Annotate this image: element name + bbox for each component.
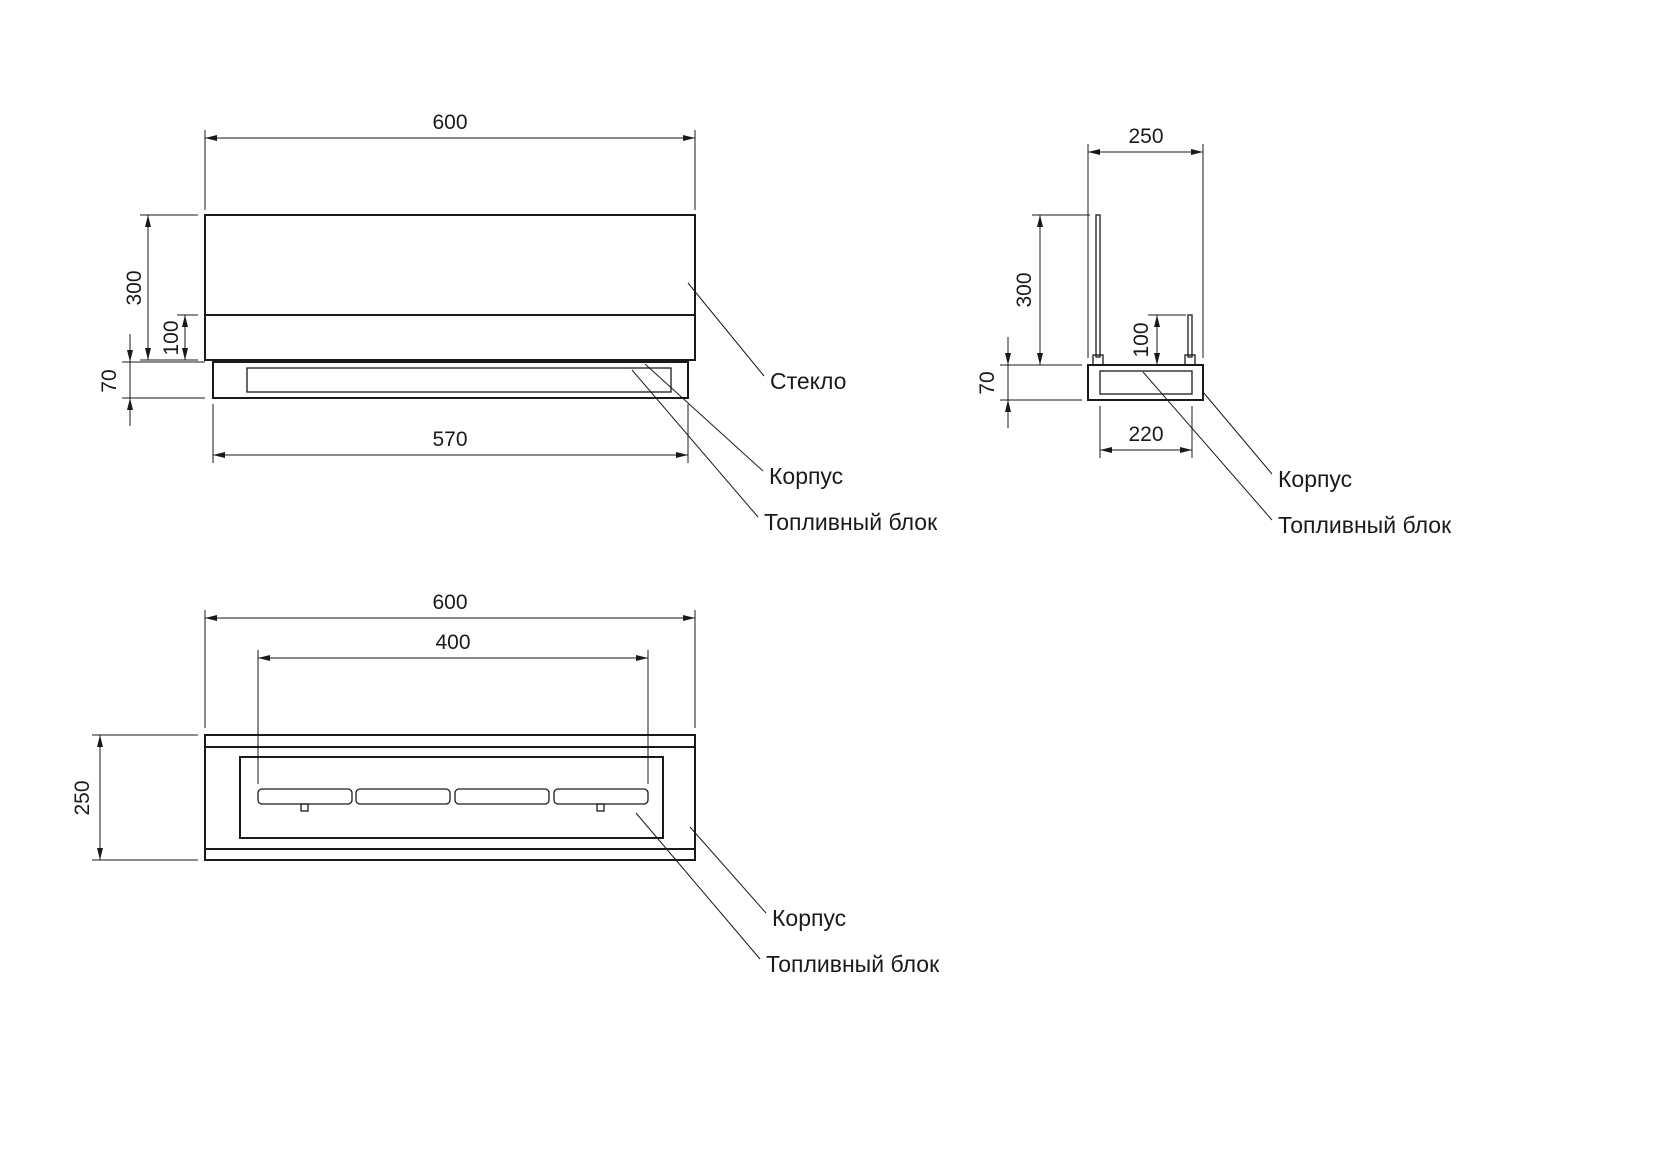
top-burner-slot-3	[454, 788, 550, 805]
top-dim-overall-width: 600	[204, 591, 696, 728]
leader-line	[1142, 371, 1273, 521]
dimension-text: 100	[160, 320, 183, 355]
top-clip-right	[596, 803, 605, 812]
dimension-text: 600	[432, 591, 467, 614]
top-clip-left	[300, 803, 309, 812]
dimension-text: 400	[435, 631, 470, 654]
callout-label-body: Корпус	[769, 463, 843, 489]
top-dim-overall-depth: 250	[71, 734, 198, 861]
front-glass-outline	[204, 214, 696, 361]
callout-label-fuel-block: Топливный блок	[764, 509, 938, 535]
callout-label-body: Корпус	[1278, 466, 1352, 492]
dimension-text: 250	[1128, 125, 1163, 148]
top-burner-slot-1	[257, 788, 353, 805]
side-dim-glass-height: 300	[1000, 214, 1090, 366]
top-callout-body: Корпус	[689, 826, 846, 931]
dimension-text: 250	[71, 780, 94, 815]
callout-label-glass: Стекло	[770, 368, 846, 394]
leader-line	[1202, 391, 1273, 475]
side-glass-tall-foot	[1092, 354, 1104, 366]
callout-label-fuel-block: Топливный блок	[1278, 512, 1452, 538]
front-callout-glass: Стекло	[687, 282, 846, 394]
front-fuel-block-outline	[246, 367, 672, 393]
front-dim-overall-width: 600	[204, 111, 696, 210]
top-dim-burner-width: 400	[257, 631, 649, 784]
side-glass-tall-outline	[1095, 214, 1101, 358]
top-burner-slot-2	[355, 788, 451, 805]
leader-line	[644, 363, 764, 472]
side-glass-short-outline	[1187, 314, 1193, 358]
top-view: 600 400 250 Корпус Топливный блок	[71, 591, 940, 977]
front-dim-overall-height: 300	[123, 214, 198, 361]
side-dim-base-height: 70	[976, 337, 1082, 428]
dimension-text: 300	[123, 270, 146, 305]
front-dim-glass-lip-height: 100	[160, 314, 198, 360]
side-glass-short-foot	[1184, 354, 1196, 366]
side-fuel-block-outline	[1099, 370, 1193, 395]
front-callout-body: Корпус	[644, 363, 843, 489]
dimension-text: 570	[432, 428, 467, 451]
side-dim-base-depth: 220	[1099, 406, 1193, 458]
front-callout-fuel-block: Топливный блок	[631, 369, 938, 535]
top-callout-fuel-block: Топливный блок	[635, 812, 940, 977]
side-base-outline	[1087, 364, 1204, 401]
dimension-text: 600	[432, 111, 467, 134]
front-dim-base-height: 70	[98, 334, 205, 426]
front-base-outline	[212, 361, 689, 399]
dimension-text: 70	[98, 369, 121, 392]
side-view: 250 300 100 70 220	[976, 125, 1452, 538]
dimension-text: 100	[1130, 322, 1153, 357]
leader-line	[635, 812, 761, 960]
front-dim-base-width: 570	[212, 404, 689, 463]
top-body-outline	[204, 734, 696, 861]
side-callout-body: Корпус	[1202, 391, 1352, 492]
top-fuel-block-outline	[239, 756, 664, 839]
top-burner-slot-4	[553, 788, 649, 805]
leader-line	[631, 369, 759, 518]
side-dim-overall-depth: 250	[1087, 125, 1204, 358]
dimension-text: 220	[1128, 423, 1163, 446]
leader-line	[687, 282, 765, 377]
front-view: 600 300 100 70 570	[98, 111, 938, 535]
leader-line	[689, 826, 767, 914]
side-callout-fuel-block: Топливный блок	[1142, 371, 1452, 538]
dimension-text: 300	[1013, 272, 1036, 307]
callout-label-fuel-block: Топливный блок	[766, 951, 940, 977]
dimension-text: 70	[976, 371, 999, 394]
callout-label-body: Корпус	[772, 905, 846, 931]
side-dim-inner-glass-height: 100	[1130, 314, 1186, 365]
